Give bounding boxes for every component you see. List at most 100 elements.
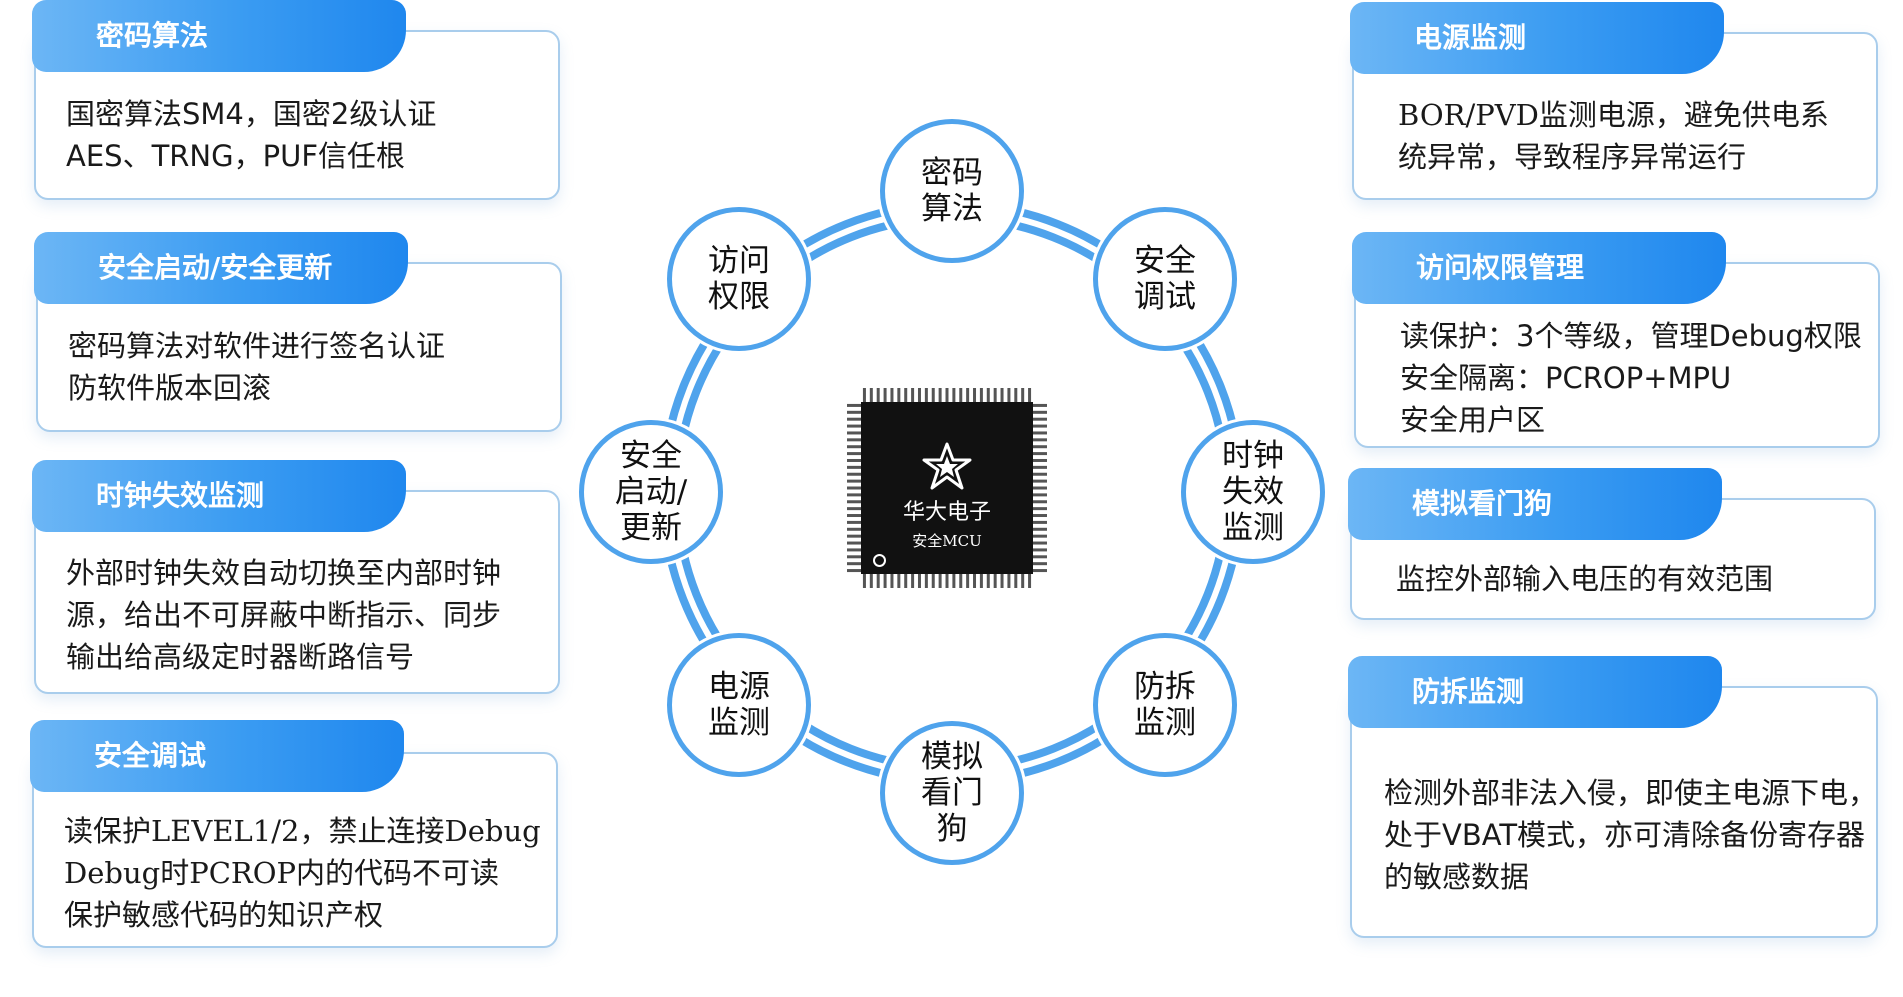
chip-pin (847, 493, 861, 497)
chip-pin (952, 388, 956, 402)
chip-pin (847, 417, 861, 421)
chip-pin (1033, 486, 1047, 490)
node-label: 安全 (620, 438, 682, 474)
node-label: 调试 (1134, 279, 1196, 315)
chip-pin (847, 452, 861, 456)
chip-pin (876, 574, 880, 588)
node-label: 电源 (708, 669, 770, 705)
node-label: 权限 (708, 279, 770, 315)
chip-pin (979, 388, 983, 402)
chip-pin (1033, 452, 1047, 456)
chip-pin (952, 574, 956, 588)
chip-pin (862, 388, 866, 402)
card-line: Debug时PCROP内的代码不可读 (64, 856, 500, 890)
chip-pin (847, 486, 861, 490)
node-power-monitor: 电源 监测 (667, 633, 811, 777)
chip-pin (931, 388, 935, 402)
chip-pin (847, 527, 861, 531)
chip-pin (993, 388, 997, 402)
chip-pin (1033, 417, 1047, 421)
chip-pin (993, 574, 997, 588)
chip-pin (890, 388, 894, 402)
node-label: 看门 (921, 775, 983, 811)
card-line: 输出给高级定时器断路信号 (66, 640, 415, 674)
card-title: 电源监测 (1350, 2, 1724, 74)
node-label: 密码 (921, 155, 983, 191)
card-title: 访问权限管理 (1352, 232, 1726, 304)
chip-subtitle: 安全MCU (912, 532, 982, 550)
chip-pin (904, 574, 908, 588)
node-analog-watchdog: 模拟 看门 狗 (880, 721, 1024, 865)
card-line: AES、TRNG，PUF信任根 (66, 139, 405, 173)
chip-pin (959, 574, 963, 588)
node-label: 访问 (708, 243, 770, 279)
chip-pin (1033, 438, 1047, 442)
card-title: 防拆监测 (1348, 656, 1722, 728)
star-logo-icon (922, 442, 972, 490)
chip-pin (883, 574, 887, 588)
node-label: 防拆 (1134, 669, 1196, 705)
node-label: 模拟 (921, 739, 983, 775)
chip-pin (897, 574, 901, 588)
chip-pin (917, 574, 921, 588)
chip-pin (847, 569, 861, 573)
node-tamper-monitor: 防拆 监测 (1093, 633, 1237, 777)
chip-pin (973, 574, 977, 588)
card-line: 读保护：3个等级，管理Debug权限 (1400, 319, 1862, 353)
chip-pin (1033, 520, 1047, 524)
chip-pin (966, 574, 970, 588)
card-line: 统异常，导致程序异常运行 (1398, 140, 1747, 174)
chip-pin (847, 458, 861, 462)
chip-pin (924, 574, 928, 588)
chip-pin (1033, 527, 1047, 531)
node-label: 时钟 (1222, 438, 1284, 474)
chip-pin (847, 548, 861, 552)
card-title: 时钟失效监测 (32, 460, 406, 532)
chip-pin (979, 574, 983, 588)
chip-pin (847, 424, 861, 428)
chip-pin (1033, 458, 1047, 462)
node-label: 监测 (1134, 705, 1196, 741)
chip-pin (1000, 574, 1004, 588)
chip-pin (869, 388, 873, 402)
card-line: 国密算法SM4，国密2级认证 (66, 97, 437, 131)
chip-pin (931, 574, 935, 588)
node-secure-boot: 安全 启动/ 更新 (579, 420, 723, 564)
node-label: 启动/ (614, 474, 688, 510)
chip-pin (1021, 574, 1025, 588)
chip-pin (1033, 410, 1047, 414)
card-line: BOR/PVD监测电源，避免供电系 (1398, 98, 1829, 132)
chip-pin (1021, 388, 1025, 402)
chip-pin (924, 388, 928, 402)
chip-pin (966, 388, 970, 402)
chip-pin (847, 520, 861, 524)
chip-pin (847, 403, 861, 407)
chip-pin (1033, 555, 1047, 559)
card-title: 安全启动/安全更新 (34, 232, 408, 304)
chip-pin (1033, 534, 1047, 538)
chip-pin (883, 388, 887, 402)
chip-pin (1028, 574, 1032, 588)
chip-pin (1033, 403, 1047, 407)
chip-pin (1014, 574, 1018, 588)
chip-pin (1033, 541, 1047, 545)
chip-pin (1033, 479, 1047, 483)
chip-pin (1033, 569, 1047, 573)
node-label: 失效 (1222, 474, 1284, 510)
card-line: 安全用户区 (1400, 403, 1546, 437)
chip-pin (945, 388, 949, 402)
card-title: 密码算法 (32, 0, 406, 72)
chip-pin (1007, 574, 1011, 588)
chip-pin (938, 388, 942, 402)
node-label: 安全 (1134, 243, 1196, 279)
card-line: 外部时钟失效自动切换至内部时钟 (66, 556, 502, 590)
card-line: 处于VBAT模式，亦可清除备份寄存器 (1384, 818, 1866, 852)
chip-pin (911, 574, 915, 588)
pin1-marker (873, 554, 886, 567)
chip-pin (1033, 493, 1047, 497)
chip-pin (911, 388, 915, 402)
card-title: 安全调试 (30, 720, 404, 792)
chip-pin (847, 479, 861, 483)
chip-pin (847, 445, 861, 449)
